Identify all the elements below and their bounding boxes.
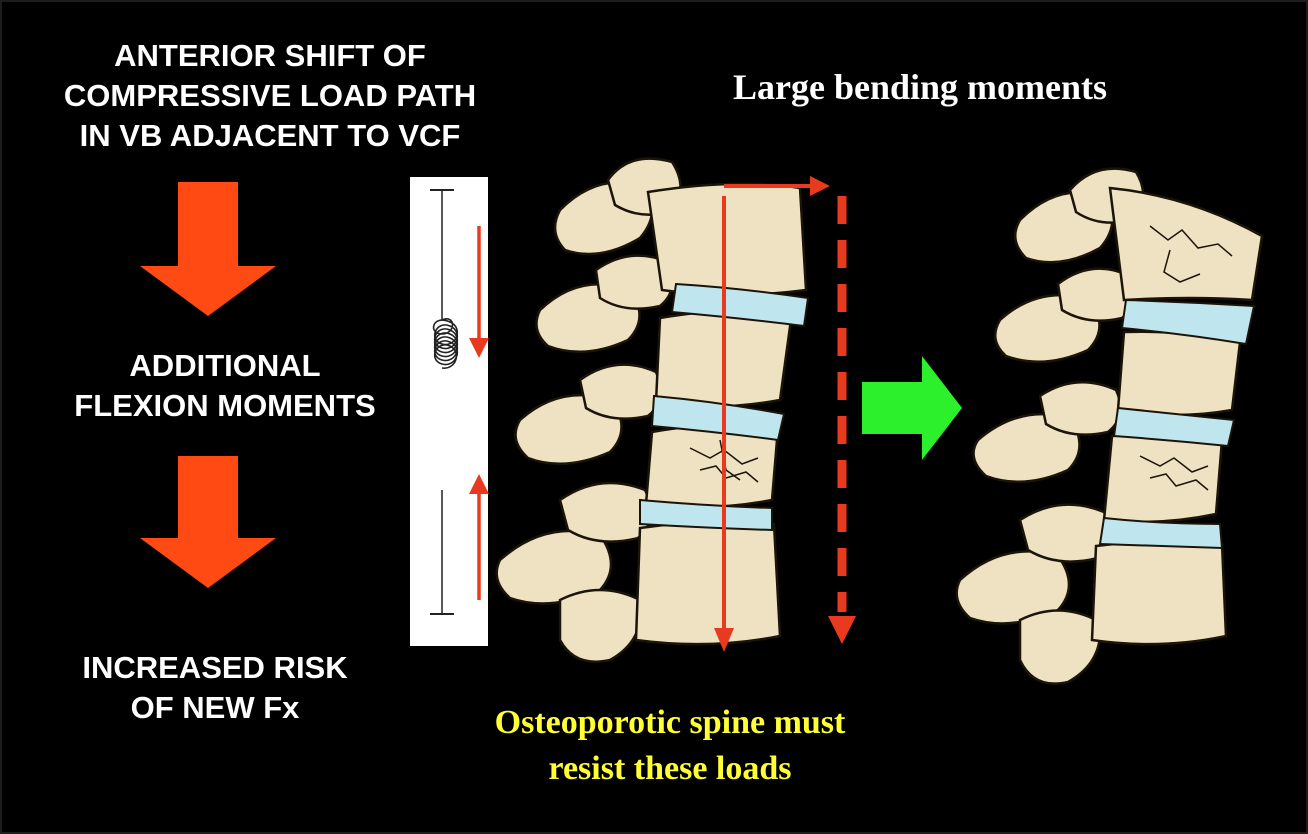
- step-flexion-moments: ADDITIONAL FLEXION MOMENTS: [60, 346, 390, 426]
- down-arrow-icon: [140, 182, 276, 316]
- step-anterior-shift: ANTERIOR SHIFT OF COMPRESSIVE LOAD PATH …: [30, 36, 510, 156]
- step-line: IN VB ADJACENT TO VCF: [79, 118, 461, 153]
- intervertebral-discs-after: [1098, 298, 1256, 550]
- right-arrow-icon: [862, 356, 962, 460]
- step-increased-risk: INCREASED RISK OF NEW Fx: [40, 648, 390, 728]
- caption-line: resist these loads: [548, 750, 792, 787]
- step-line: ADDITIONAL: [129, 348, 321, 383]
- diagram-caption: Osteoporotic spine must resist these loa…: [400, 700, 940, 792]
- spring-model-panel: [410, 177, 489, 646]
- compression-arrow-down: [469, 226, 489, 358]
- step-line: INCREASED RISK: [82, 650, 348, 685]
- step-line: ANTERIOR SHIFT OF: [114, 38, 426, 73]
- down-arrow-icon: [140, 456, 276, 588]
- caption-line: Osteoporotic spine must: [494, 704, 846, 741]
- fracture-lines-after: [1139, 225, 1233, 491]
- step-line: FLEXION MOMENTS: [74, 388, 376, 423]
- diagram-title: Large bending moments: [732, 67, 1107, 107]
- step-line: COMPRESSIVE LOAD PATH: [63, 78, 477, 113]
- step-line: OF NEW Fx: [130, 690, 300, 725]
- intervertebral-discs-before: [639, 282, 810, 532]
- compression-arrow-up: [469, 474, 489, 600]
- load-path-arrow-solid: [714, 196, 734, 652]
- load-shift-arrow: [724, 176, 830, 196]
- spine-illustration-after: [955, 167, 1264, 685]
- load-path-arrow-dashed: [828, 196, 856, 644]
- spring-icon: [432, 318, 459, 369]
